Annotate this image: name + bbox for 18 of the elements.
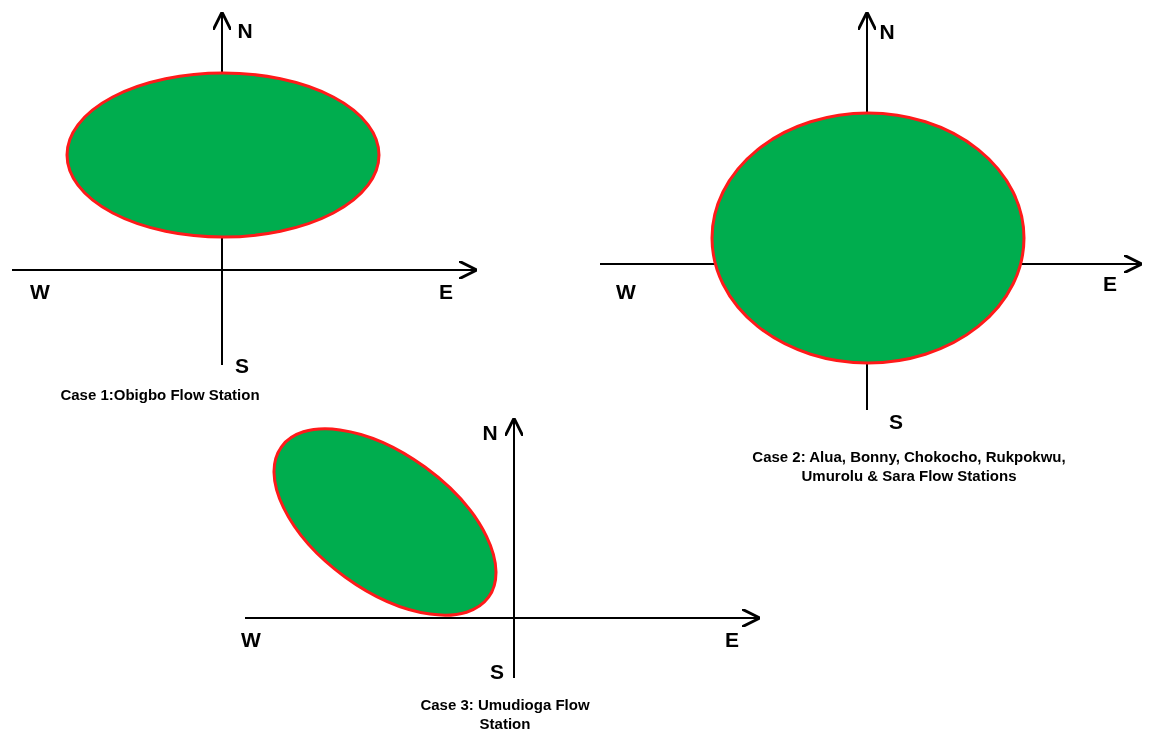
direction-label: W xyxy=(30,280,50,304)
oval-region xyxy=(65,71,381,239)
direction-label: N xyxy=(237,19,253,43)
case-caption: Case 2: Alua, Bonny, Chokocho, Rukpokwu, Umurolu & Sara Flow Stations xyxy=(751,447,1067,485)
direction-label: W xyxy=(616,280,636,304)
direction-label: S xyxy=(490,660,504,684)
direction-label: S xyxy=(889,410,903,434)
direction-label: S xyxy=(235,354,249,378)
oval-region xyxy=(272,427,498,617)
direction-label: E xyxy=(1103,272,1117,296)
direction-label: W xyxy=(241,628,261,652)
case-caption: Case 3: Umudioga Flow Station xyxy=(419,695,591,731)
direction-label: E xyxy=(725,628,739,652)
case-caption: Case 1:Obigbo Flow Station xyxy=(59,384,261,404)
direction-label: E xyxy=(439,280,453,304)
direction-label: N xyxy=(482,421,498,445)
oval-region xyxy=(710,111,1026,365)
direction-label: N xyxy=(879,20,895,44)
